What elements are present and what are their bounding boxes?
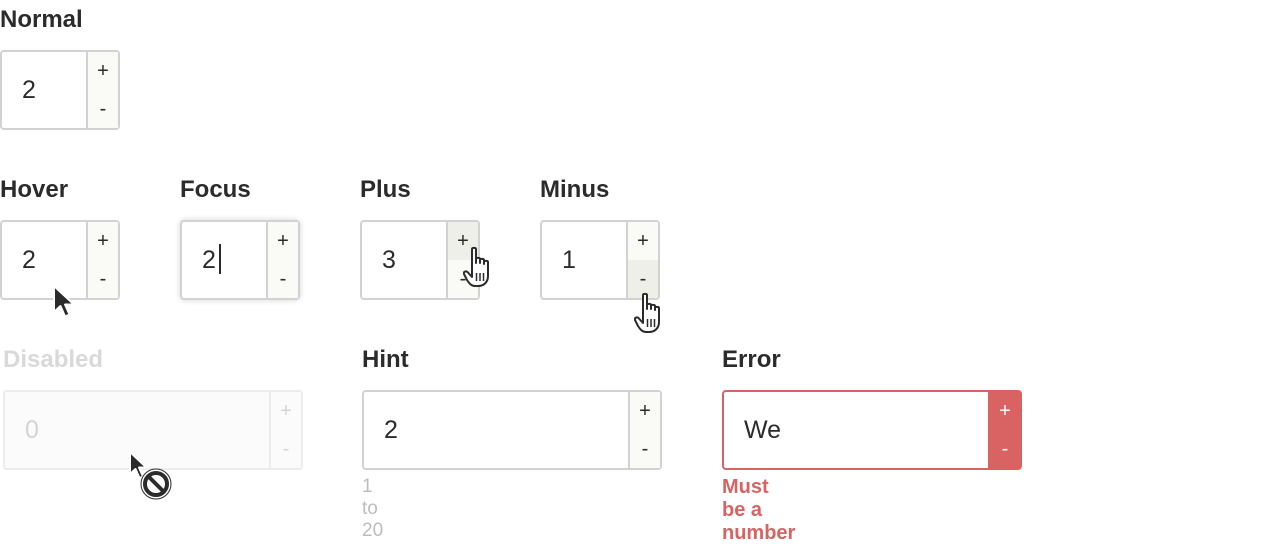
hint-decrement-button[interactable]: - (641, 438, 649, 460)
hint-label: Hint (362, 346, 409, 373)
disabled-value-input: 0 (25, 416, 39, 444)
normal-stepper: 2 + - (0, 50, 120, 130)
minus-decrement-button[interactable]: - (628, 260, 658, 298)
disabled-increment-button: + (280, 400, 292, 422)
normal-increment-button[interactable]: + (97, 60, 109, 82)
normal-label: Normal (0, 6, 83, 33)
text-caret (218, 244, 221, 275)
focus-decrement-button[interactable]: - (279, 268, 287, 290)
hover-stepper: 2 + - (0, 220, 120, 300)
plus-label: Plus (360, 176, 411, 203)
error-decrement-button[interactable]: - (1001, 438, 1009, 460)
error-message: Must be a number (722, 476, 796, 544)
hint-increment-button[interactable]: + (639, 400, 651, 422)
hint-stepper: 2 + - (362, 390, 662, 470)
error-label: Error (722, 346, 781, 373)
hover-increment-button[interactable]: + (97, 230, 109, 252)
normal-decrement-button[interactable]: - (99, 98, 107, 120)
plus-stepper-buttons: + - (446, 222, 478, 298)
error-stepper-buttons: + - (988, 392, 1020, 468)
hint-helper-text: 1 to 20 (362, 476, 384, 541)
hint-value-input[interactable]: 2 (384, 416, 398, 444)
disabled-decrement-button: - (282, 438, 290, 460)
plus-decrement-button[interactable]: - (459, 268, 467, 290)
focus-stepper-buttons: + - (266, 222, 298, 298)
minus-stepper-buttons: + - (626, 222, 658, 298)
plus-increment-button[interactable]: + (448, 222, 478, 260)
error-stepper: We + - (722, 390, 1022, 470)
disabled-stepper: 0 + - (3, 390, 303, 470)
normal-value-input[interactable]: 2 (22, 76, 36, 104)
minus-value-input[interactable]: 1 (562, 246, 576, 274)
disabled-label: Disabled (3, 346, 104, 373)
focus-stepper: 2 + - (180, 220, 300, 300)
focus-label: Focus (180, 176, 251, 203)
focus-value-input[interactable]: 2 (202, 222, 221, 298)
minus-stepper: 1 + - (540, 220, 660, 300)
hover-stepper-buttons: + - (86, 222, 118, 298)
minus-increment-button[interactable]: + (637, 230, 649, 252)
hover-value-input[interactable]: 2 (22, 246, 36, 274)
hover-label: Hover (0, 176, 69, 203)
disabled-stepper-buttons: + - (269, 392, 301, 468)
focus-value-text: 2 (202, 246, 216, 274)
error-increment-button[interactable]: + (999, 400, 1011, 422)
hint-stepper-buttons: + - (628, 392, 660, 468)
normal-stepper-buttons: + - (86, 52, 118, 128)
plus-value-input[interactable]: 3 (382, 246, 396, 274)
minus-label: Minus (540, 176, 610, 203)
focus-increment-button[interactable]: + (277, 230, 289, 252)
plus-stepper: 3 + - (360, 220, 480, 300)
error-value-input[interactable]: We (744, 416, 782, 444)
hover-decrement-button[interactable]: - (99, 268, 107, 290)
